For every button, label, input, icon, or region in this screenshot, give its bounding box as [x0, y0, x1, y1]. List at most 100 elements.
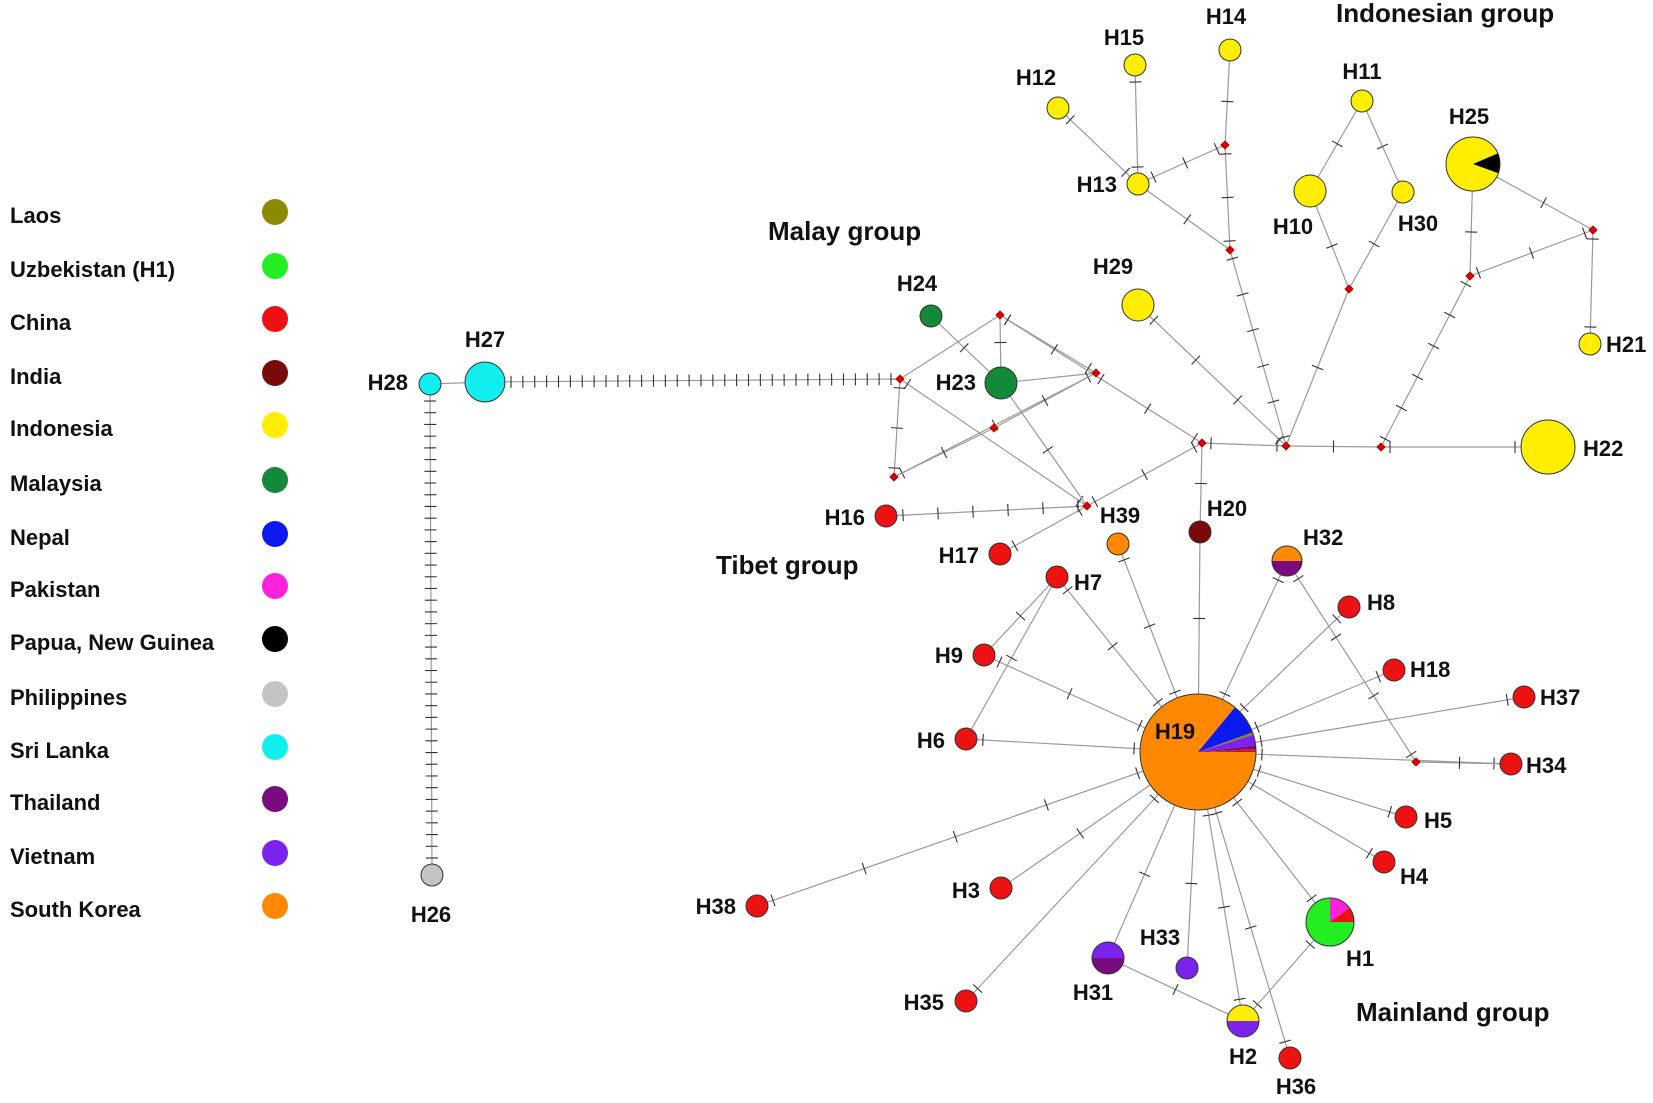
median-vector — [1091, 368, 1101, 378]
haplotype-label-h32: H32 — [1303, 525, 1343, 550]
haplotype-node-h12 — [1046, 96, 1070, 120]
edge-H32-m15 — [1286, 560, 1417, 763]
node-circle — [418, 372, 442, 396]
legend-label-south-korea: South Korea — [10, 897, 142, 922]
haplotype-node-h36 — [1278, 1046, 1302, 1070]
mutation-tick — [1190, 441, 1198, 453]
mutation-tick — [1183, 214, 1192, 225]
mutation-tick — [1065, 114, 1075, 125]
haplotype-node-h5 — [1394, 805, 1418, 829]
median-vector — [1225, 245, 1235, 255]
haplotype-node-h10 — [1293, 174, 1327, 208]
node-circle — [1499, 752, 1523, 776]
pie-slice — [1272, 561, 1302, 576]
node-circle — [1123, 53, 1147, 77]
mutation-tick — [1136, 719, 1143, 732]
haplotype-label-h4: H4 — [1400, 864, 1429, 889]
mutation-tick — [1365, 847, 1373, 859]
mutation-tick — [1411, 373, 1424, 381]
haplotype-node-h25 — [1445, 136, 1501, 192]
mutation-tick — [1368, 692, 1379, 700]
mutation-tick — [1138, 871, 1151, 878]
group-labels: Indonesian group Malay group Tibet group… — [716, 0, 1554, 1027]
mutation-tick — [1143, 623, 1156, 629]
mutation-tick — [1121, 167, 1131, 178]
mutation-tick — [1311, 364, 1324, 371]
haplotype-node-h4 — [1372, 850, 1396, 874]
mainland-group-label: Mainland group — [1356, 997, 1550, 1027]
haplotype-node-h35 — [954, 989, 978, 1013]
node-circle — [1372, 850, 1396, 874]
haplotype-label-h11: H11 — [1342, 59, 1381, 84]
haplotype-label-h7: H7 — [1074, 570, 1102, 595]
node-circle — [1293, 174, 1327, 208]
haplotype-node-h28 — [418, 372, 442, 396]
edge-H13-m11 — [1137, 144, 1226, 185]
node-circle — [1337, 595, 1361, 619]
haplotype-label-h28: H28 — [368, 370, 408, 395]
mutation-tick — [1259, 735, 1263, 748]
legend-label-pakistan: Pakistan — [10, 577, 101, 602]
node-circle — [420, 863, 444, 887]
median-vector — [989, 423, 999, 433]
mutation-tick — [1097, 373, 1105, 385]
node-circle — [954, 727, 978, 751]
legend-swatch-vietnam — [262, 840, 288, 866]
mutation-tick — [1007, 503, 1009, 516]
mutation-tick — [1427, 342, 1440, 350]
node-circle — [919, 304, 943, 328]
mutation-tick — [1219, 690, 1231, 698]
mutation-tick — [1326, 243, 1338, 249]
edge-m11-H14 — [1224, 49, 1231, 146]
mutation-tick — [1292, 574, 1304, 583]
pie-slice — [1445, 137, 1499, 192]
haplotype-label-h13: H13 — [1077, 172, 1117, 197]
legend-swatch-malaysia — [262, 467, 288, 493]
legend-label-malaysia: Malaysia — [10, 471, 102, 496]
mutation-tick — [1375, 670, 1382, 683]
malay-group-label: Malay group — [768, 216, 921, 246]
mutation-tick — [1042, 445, 1053, 454]
mutation-tick — [1213, 142, 1220, 155]
haplotype-label-h24: H24 — [897, 271, 938, 296]
median-vector — [1220, 140, 1230, 150]
node-circle — [745, 894, 769, 918]
mutation-tick — [1043, 799, 1049, 811]
haplotype-label-h39: H39 — [1100, 503, 1140, 528]
haplotype-node-h33 — [1175, 956, 1199, 980]
haplotype-label-h12: H12 — [1016, 65, 1056, 90]
mutation-tick — [1279, 1039, 1292, 1044]
pie-slice — [1092, 958, 1124, 974]
mutation-tick — [1005, 654, 1018, 662]
node-circle — [1175, 956, 1199, 980]
node-circle — [1394, 805, 1418, 829]
haplotype-node-h38 — [745, 894, 769, 918]
node-circle — [1126, 172, 1150, 196]
haplotype-label-h14: H14 — [1206, 4, 1247, 29]
node-circle — [464, 361, 506, 403]
mutation-tick — [1185, 882, 1198, 885]
haplotype-node-h37 — [1512, 685, 1536, 709]
pie-slice — [1227, 1021, 1259, 1037]
node-circle — [874, 504, 898, 528]
node-outline — [1139, 693, 1257, 811]
mutation-tick — [1141, 468, 1148, 481]
haplotype-label-h15: H15 — [1104, 25, 1144, 50]
mutation-tick — [1475, 267, 1482, 279]
node-circle — [1046, 96, 1070, 120]
mutation-tick — [1405, 750, 1417, 759]
haplotype-node-h19 — [1139, 693, 1257, 811]
tibet-group-label: Tibet group — [716, 550, 859, 580]
haplotype-node-h22 — [1520, 419, 1576, 475]
median-vector — [889, 472, 899, 482]
haplotype-node-h39 — [1106, 532, 1130, 556]
mutation-tick — [861, 862, 867, 875]
mutation-tick — [959, 343, 969, 353]
legend-label-laos: Laos — [10, 203, 61, 228]
edge-H38-H19 — [756, 751, 1199, 907]
edge-m14-H21 — [1589, 229, 1594, 345]
node-circle — [989, 876, 1013, 900]
haplotype-label-h36: H36 — [1276, 1074, 1316, 1099]
mutation-tick — [1233, 395, 1243, 405]
mutation-tick — [1221, 100, 1234, 103]
